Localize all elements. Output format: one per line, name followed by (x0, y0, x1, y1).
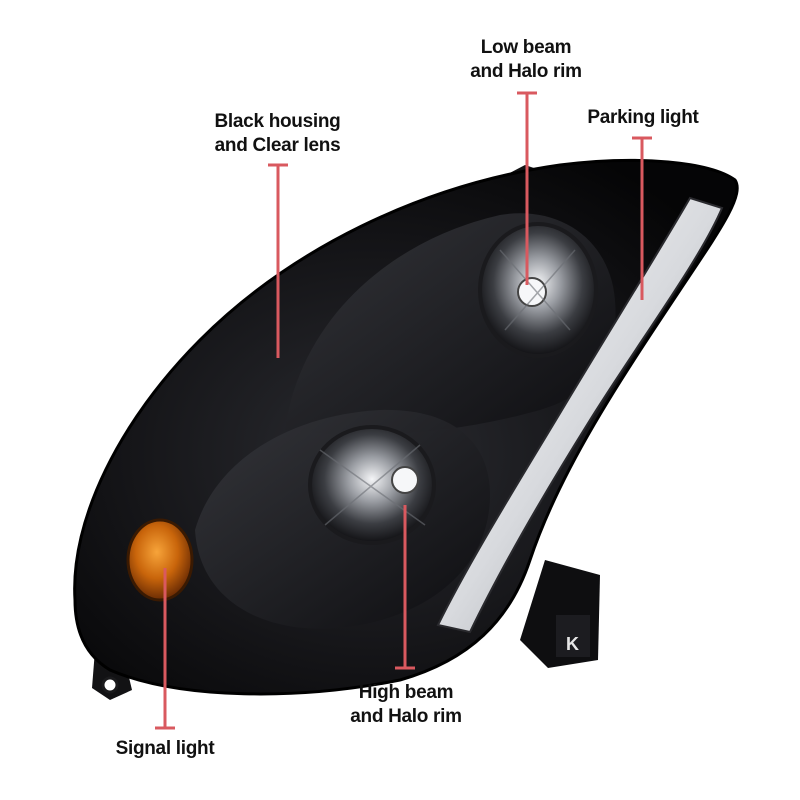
callout-parking-line1: Parking light (587, 107, 699, 128)
signal-light-lens (126, 518, 194, 602)
rear-connector: K (520, 560, 600, 668)
callout-signal-light: Signal light (100, 737, 230, 761)
parking-light-strip (436, 196, 724, 634)
callout-high-beam: High beam and Halo rim (340, 681, 472, 729)
callout-high-beam-line2: and Halo rim (350, 706, 462, 727)
callout-parking-light: Parking light (578, 106, 708, 130)
callout-black-housing: Black housing and Clear lens (205, 110, 350, 158)
callout-signal-line1: Signal light (115, 738, 215, 759)
callout-low-beam-line2: and Halo rim (470, 61, 582, 82)
callout-high-beam-line1: High beam (358, 682, 454, 703)
callout-low-beam-line1: Low beam (480, 37, 572, 58)
high-beam-reflector (308, 425, 436, 545)
callout-lines (155, 91, 652, 730)
callout-housing-line1: Black housing (214, 111, 341, 132)
low-beam-reflector (478, 222, 598, 358)
svg-text:K: K (566, 634, 579, 654)
callout-low-beam: Low beam and Halo rim (460, 36, 592, 84)
callout-housing-line2: and Clear lens (214, 135, 341, 156)
